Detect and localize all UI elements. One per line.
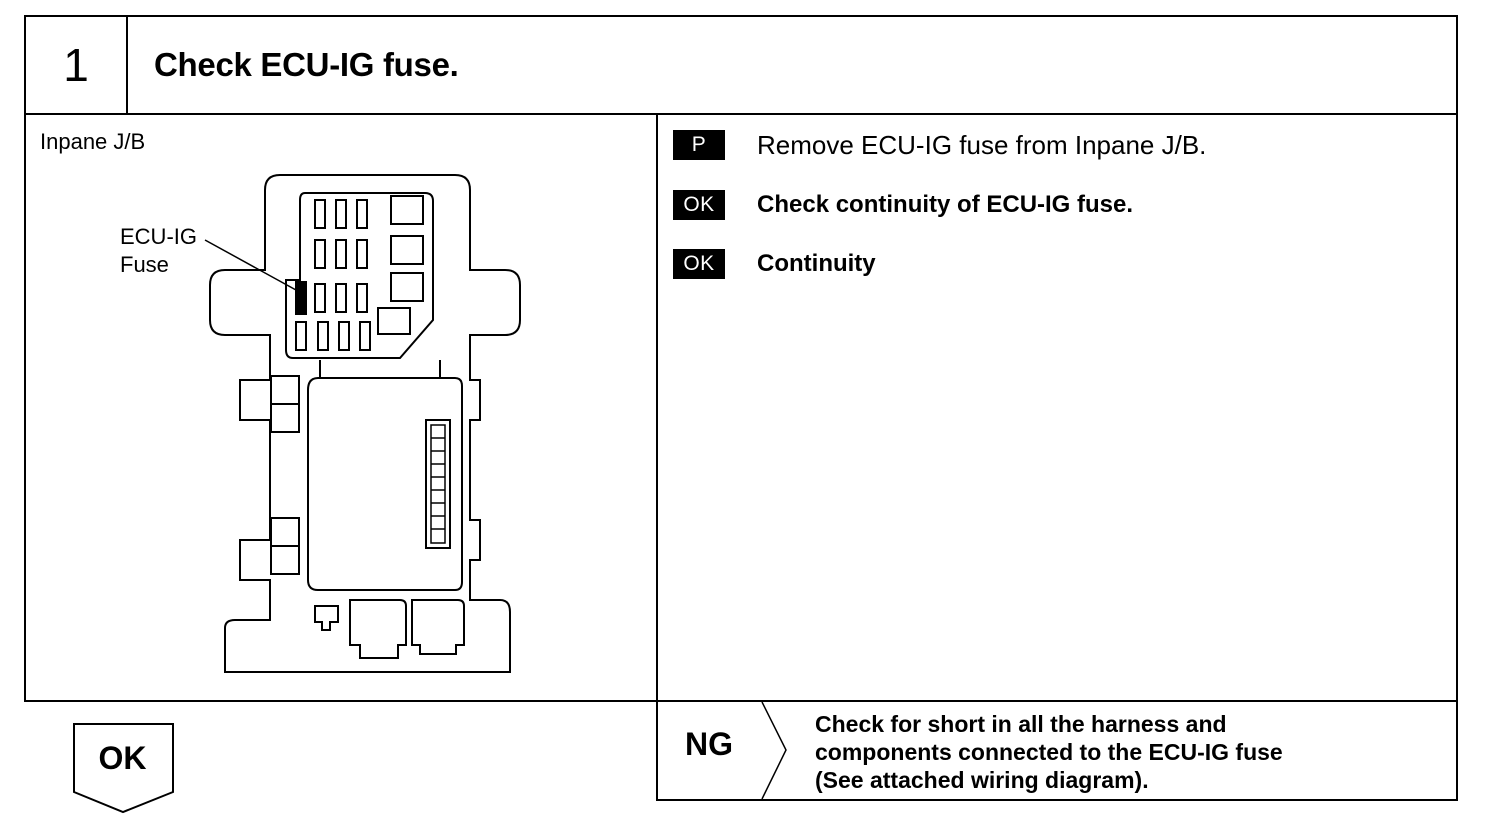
ng-branch-box [656, 700, 1458, 801]
fuse-callout-label: ECU-IG Fuse [120, 223, 197, 279]
ng-line3: (See attached wiring diagram). [815, 767, 1149, 793]
step-number: 1 [26, 17, 128, 113]
column-divider [656, 113, 658, 801]
ok-label: OK [98, 740, 147, 776]
ng-instruction: Check for short in all the harness and c… [815, 710, 1445, 794]
fuse-callout-line1: ECU-IG [120, 224, 197, 249]
ok-arrow-icon [73, 723, 174, 814]
ng-label: NG [685, 726, 733, 762]
prep-tag: P [673, 130, 725, 160]
step-title: Check ECU-IG fuse. [154, 46, 459, 83]
check-tag: OK [673, 190, 725, 220]
fuse-callout-line2: Fuse [120, 252, 169, 277]
location-label: Inpane J/B [40, 129, 146, 154]
instruction-row-prep: P Remove ECU-IG fuse from Inpane J/B. [673, 128, 1206, 162]
instruction-row-check: OK Check continuity of ECU-IG fuse. [673, 188, 1133, 222]
ng-line1: Check for short in all the harness and [815, 711, 1227, 737]
ng-line2: components connected to the ECU-IG fuse [815, 739, 1283, 765]
ecu-ig-fuse-highlight [295, 281, 307, 315]
ok-tag: OK [673, 249, 725, 279]
instruction-text: Continuity [757, 250, 876, 277]
ng-arrow-icon [761, 702, 787, 799]
instruction-row-result: OK Continuity [673, 247, 876, 281]
step-header: 1 Check ECU-IG fuse. [24, 15, 1458, 115]
instruction-text: Remove ECU-IG fuse from Inpane J/B. [757, 129, 1207, 160]
junction-block-diagram [204, 174, 521, 673]
instruction-text: Check continuity of ECU-IG fuse. [757, 191, 1134, 218]
